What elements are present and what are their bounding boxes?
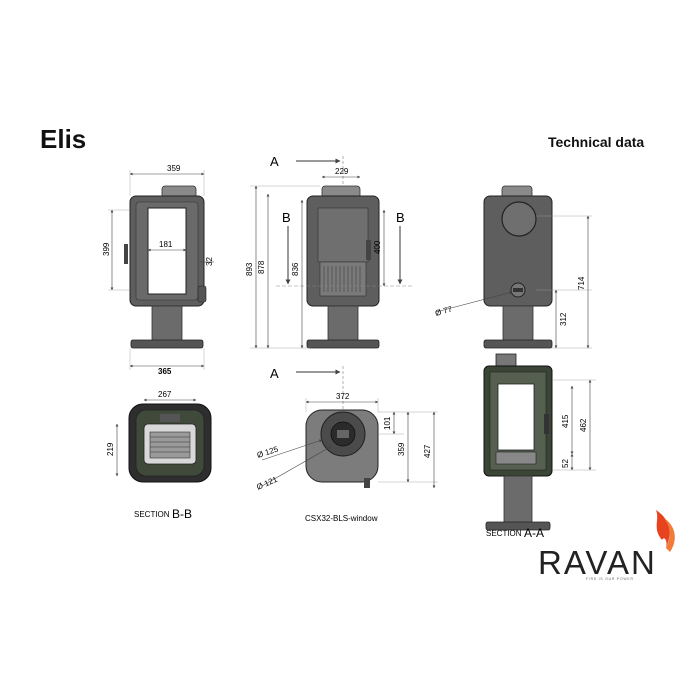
rear-air-inlet-diameter-label: Ø 77: [434, 304, 454, 318]
top-inner-diameter-label: Ø 121: [255, 475, 279, 492]
rear-height-312-label: 312: [559, 312, 568, 326]
section-bb-caption-label: B-B: [172, 507, 192, 521]
side-flue-width-label: 229: [335, 167, 349, 176]
side-section-a-label: A: [270, 154, 279, 169]
flame-icon: [656, 510, 670, 548]
top-view: [261, 366, 438, 489]
page-subtitle: Technical data: [548, 134, 645, 150]
side-height-400-label: 400: [373, 240, 382, 254]
section-aa-caption-label: A-A: [524, 526, 544, 540]
section-bb-width-label: 267: [158, 390, 172, 399]
side-total-height-label: 893: [245, 262, 254, 276]
section-bb-depth-label: 219: [106, 442, 115, 456]
top-section-a-label: A: [270, 366, 279, 381]
section-aa-height-462-label: 462: [579, 418, 588, 432]
section-aa-view: [483, 353, 596, 531]
section-aa-caption-prefix: SECTION: [486, 529, 522, 538]
top-depth-359-label: 359: [397, 442, 406, 456]
top-flue-diameter-label: Ø 125: [256, 444, 280, 459]
page-title: Elis: [40, 124, 87, 154]
front-side-offset-label: 32: [205, 257, 214, 266]
side-section-b-right-label: B: [396, 210, 405, 225]
front-view: [108, 170, 214, 370]
side-view: [250, 156, 412, 349]
ravan-logo: RAVAN FIRE IS OUR POWER: [538, 510, 675, 581]
section-bb-view: [115, 398, 212, 483]
rear-view: [435, 185, 592, 349]
side-height-836-label: 836: [291, 262, 300, 276]
logo-brand-text: RAVAN: [538, 544, 657, 581]
rear-height-714-label: 714: [577, 276, 586, 290]
front-window-height-label: 399: [102, 242, 111, 256]
front-window-width-label: 181: [159, 240, 173, 249]
side-section-b-left-label: B: [282, 210, 291, 225]
top-width-label: 372: [336, 392, 350, 401]
side-height-878-label: 878: [257, 260, 266, 274]
section-aa-height-52-label: 52: [561, 459, 570, 468]
section-bb-caption-prefix: SECTION: [134, 510, 170, 519]
section-aa-height-415-label: 415: [561, 414, 570, 428]
front-width-top-label: 359: [167, 164, 181, 173]
logo-tagline: FIRE IS OUR POWER: [586, 577, 634, 581]
front-width-bottom-label: 365: [158, 367, 172, 376]
top-depth-427-label: 427: [423, 444, 432, 458]
top-offset-101-label: 101: [383, 416, 392, 430]
top-view-caption: CSX32-BLS-window: [305, 514, 378, 523]
